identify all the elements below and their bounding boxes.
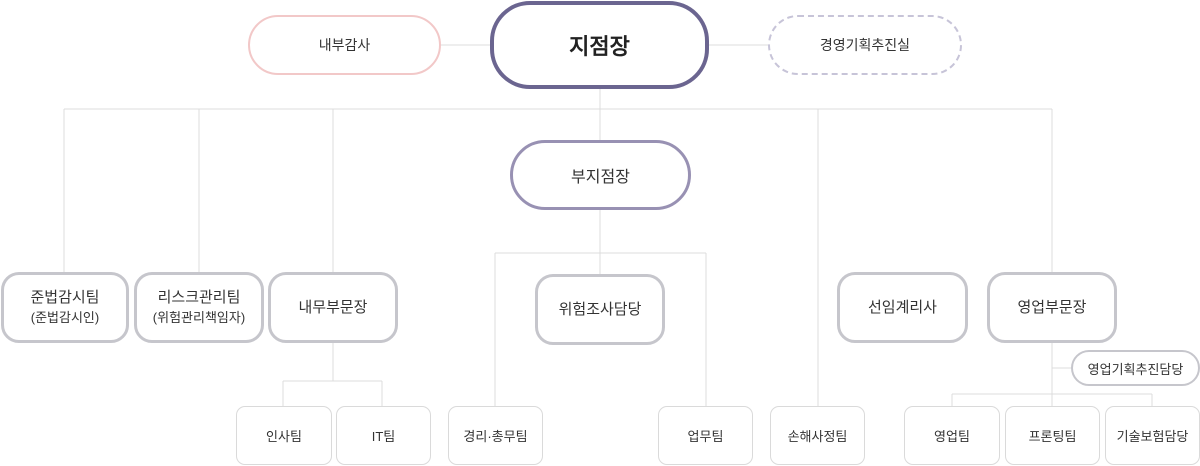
- finance-team-box: 경리·총무팀: [448, 406, 543, 465]
- internal-audit-label: 내부감사: [318, 37, 371, 53]
- risk-team-label: 리스크관리팀: [157, 289, 241, 307]
- deputy-manager-label: 부지점장: [571, 169, 630, 186]
- sales-planning-label: 영업기획추진담당: [1087, 361, 1184, 377]
- hr-team-label: 인사팀: [266, 429, 302, 444]
- it-team-box: IT팀: [336, 406, 431, 465]
- claims-team-label: 손해사정팀: [787, 429, 848, 444]
- sales-division-label: 영업부문장: [1017, 298, 1087, 316]
- internal-division-label: 내무부문장: [298, 298, 368, 316]
- compliance-team-box: 준법감시팀 (준법감시인): [1, 272, 129, 343]
- operations-team-box: 업무팀: [658, 406, 753, 465]
- internal-division-box: 내무부문장: [268, 272, 398, 343]
- compliance-officer-label: (준법감시인): [30, 309, 100, 325]
- finance-team-label: 경리·총무팀: [463, 429, 528, 444]
- sales-team-box: 영업팀: [904, 406, 1000, 465]
- risk-team-box: 리스크관리팀 (위험관리책임자): [134, 272, 264, 343]
- fronting-team-label: 프론팅팀: [1028, 429, 1077, 444]
- sales-planning-box: 영업기획추진담당: [1071, 350, 1200, 386]
- risk-officer-label: (위험관리책임자): [152, 309, 246, 325]
- it-team-label: IT팀: [371, 429, 396, 444]
- sales-team-label: 영업팀: [934, 429, 970, 444]
- branch-manager-box: 지점장: [490, 1, 709, 89]
- risk-survey-label: 위험조사담당: [558, 300, 642, 318]
- branch-manager-label: 지점장: [569, 34, 630, 59]
- sales-division-box: 영업부문장: [987, 272, 1117, 343]
- actuary-label: 선임계리사: [867, 298, 937, 316]
- claims-team-box: 손해사정팀: [770, 406, 865, 465]
- planning-office-label: 경영기획추진실: [819, 37, 911, 53]
- deputy-manager-box: 부지점장: [510, 140, 691, 210]
- actuary-box: 선임계리사: [837, 272, 968, 343]
- hr-team-box: 인사팀: [236, 406, 332, 465]
- planning-office-box: 경영기획추진실: [768, 15, 962, 75]
- internal-audit-box: 내부감사: [248, 15, 441, 75]
- tech-insurance-label: 기술보험담당: [1116, 429, 1189, 444]
- fronting-team-box: 프론팅팀: [1005, 406, 1100, 465]
- tech-insurance-box: 기술보험담당: [1105, 406, 1200, 465]
- compliance-team-label: 준법감시팀: [30, 289, 100, 307]
- risk-survey-box: 위험조사담당: [535, 274, 665, 345]
- operations-team-label: 업무팀: [687, 429, 724, 444]
